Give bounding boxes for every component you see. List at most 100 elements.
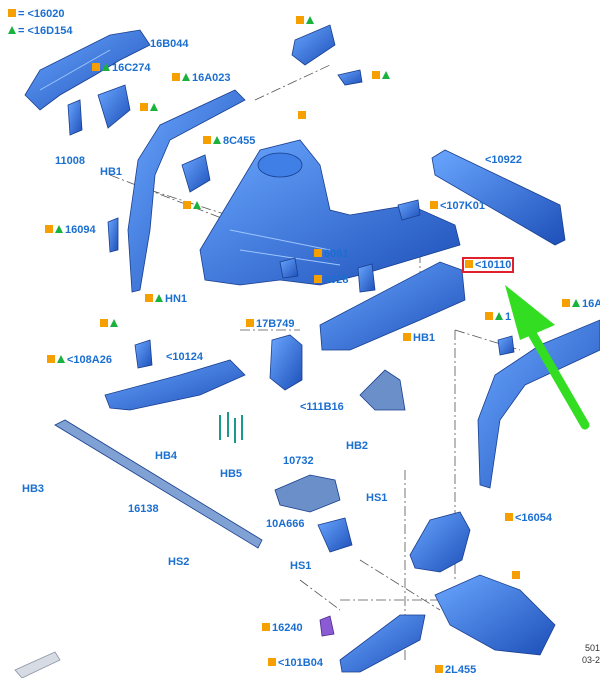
markers-top	[296, 15, 316, 27]
square-marker-icon	[246, 319, 254, 327]
square-marker-icon	[262, 623, 270, 631]
diagram-code-2: 03-2	[581, 655, 600, 665]
triangle-marker-icon	[155, 294, 163, 302]
label-8C455-text: 8C455	[223, 135, 256, 147]
label-108A26-text: <108A26	[67, 354, 112, 366]
label-HS1-upper[interactable]: HS1	[366, 492, 388, 504]
label-HB3[interactable]: HB3	[22, 483, 45, 495]
triangle-marker-icon	[382, 71, 390, 79]
markers-small-bracket	[372, 70, 392, 82]
label-16A-right[interactable]: 16A	[562, 298, 600, 310]
markers-8c-lower	[183, 200, 203, 212]
markers-apron	[512, 570, 522, 582]
label-HS1-lower[interactable]: HS1	[290, 560, 312, 572]
label-HB4[interactable]: HB4	[155, 450, 178, 462]
label-11008[interactable]: 11008	[55, 155, 85, 167]
part-lower-apron	[434, 574, 556, 656]
part-small-clip	[497, 335, 515, 356]
square-marker-icon	[372, 71, 380, 79]
part-6028	[357, 263, 376, 293]
label-HB5[interactable]: HB5	[220, 468, 243, 480]
part-10124	[104, 359, 246, 411]
square-marker-icon	[145, 294, 153, 302]
label-10110-highlighted[interactable]: <10110	[461, 257, 515, 273]
label-HS2[interactable]: HS2	[168, 556, 190, 568]
square-marker-icon	[203, 136, 211, 144]
legend-square-text: = <16020	[18, 8, 65, 20]
label-107K01[interactable]: <107K01	[430, 200, 485, 212]
label-HB1-lower-text: HB1	[413, 332, 436, 344]
label-10A666[interactable]: 10A666	[266, 518, 305, 530]
square-marker-icon	[562, 299, 570, 307]
label-6061[interactable]: 6061	[314, 248, 348, 260]
label-6061-text: 6061	[324, 248, 349, 260]
label-1-right-text: 1	[505, 311, 512, 323]
triangle-marker-icon	[55, 225, 63, 233]
label-HN1-text: HN1	[165, 293, 188, 305]
label-16054-text: <16054	[515, 512, 553, 524]
triangle-marker-icon	[150, 103, 158, 111]
part-small-bracket	[337, 69, 363, 86]
markers-tower	[298, 110, 308, 122]
part-6061	[279, 257, 299, 279]
label-6028-text: 6028	[324, 274, 349, 286]
square-marker-icon	[465, 260, 473, 268]
triangle-marker-icon	[306, 16, 314, 24]
label-HB2[interactable]: HB2	[346, 440, 369, 452]
triangle-marker-icon	[102, 63, 110, 71]
square-marker-icon	[47, 355, 55, 363]
label-1-right[interactable]: 1	[485, 311, 511, 323]
legend-triangle: = <16D154	[8, 25, 72, 37]
part-16094	[107, 217, 119, 253]
part-108A26	[134, 339, 153, 369]
part-upper-bracket	[291, 24, 336, 66]
label-10922[interactable]: <10922	[485, 154, 523, 166]
part-16B044	[24, 29, 151, 111]
label-8C455[interactable]: 8C455	[203, 135, 255, 147]
label-16054[interactable]: <16054	[505, 512, 552, 524]
square-marker-icon	[183, 201, 191, 209]
label-111B16[interactable]: <111B16	[300, 401, 344, 413]
label-10732[interactable]: 10732	[283, 455, 314, 467]
label-2L455[interactable]: 2L455	[435, 664, 476, 676]
label-HB1-upper[interactable]: HB1	[100, 166, 123, 178]
label-16C274-text: 16C274	[112, 62, 151, 74]
label-16138[interactable]: 16138	[128, 503, 159, 515]
label-16B044[interactable]: 16B044	[150, 38, 189, 50]
label-16240[interactable]: 16240	[262, 622, 303, 634]
diagram-code-1: 501	[584, 643, 600, 653]
part-16A023	[127, 89, 246, 293]
legend-square: = <16020	[8, 8, 65, 20]
label-108A26[interactable]: <108A26	[47, 354, 112, 366]
label-101B04-text: <101B04	[278, 657, 323, 669]
square-marker-icon	[100, 319, 108, 327]
part-shock-tower-assembly	[199, 139, 461, 286]
label-10124[interactable]: <10124	[166, 351, 204, 363]
square-marker-icon	[435, 665, 443, 673]
square-marker-icon	[403, 333, 411, 341]
square-marker-icon	[298, 111, 306, 119]
square-marker-icon	[314, 275, 322, 283]
label-6028[interactable]: 6028	[314, 274, 348, 286]
part-16054	[409, 511, 471, 573]
square-marker-icon	[92, 63, 100, 71]
label-16094-text: 16094	[65, 224, 96, 236]
part-11008	[67, 99, 83, 136]
label-16240-text: 16240	[272, 622, 303, 634]
part-16138	[54, 419, 263, 549]
label-17B749[interactable]: 17B749	[246, 318, 295, 330]
square-marker-icon	[268, 658, 276, 666]
label-107K01-text: <107K01	[440, 200, 485, 212]
label-16094[interactable]: 16094	[45, 224, 96, 236]
label-HN1[interactable]: HN1	[145, 293, 187, 305]
part-17B749	[269, 334, 303, 391]
label-HB1-lower[interactable]: HB1	[403, 332, 435, 344]
square-marker-icon	[430, 201, 438, 209]
square-marker-icon	[314, 249, 322, 257]
label-16C274[interactable]: 16C274	[92, 62, 151, 74]
label-16A023[interactable]: 16A023	[172, 72, 231, 84]
label-101B04[interactable]: <101B04	[268, 657, 323, 669]
triangle-marker-icon	[182, 73, 190, 81]
